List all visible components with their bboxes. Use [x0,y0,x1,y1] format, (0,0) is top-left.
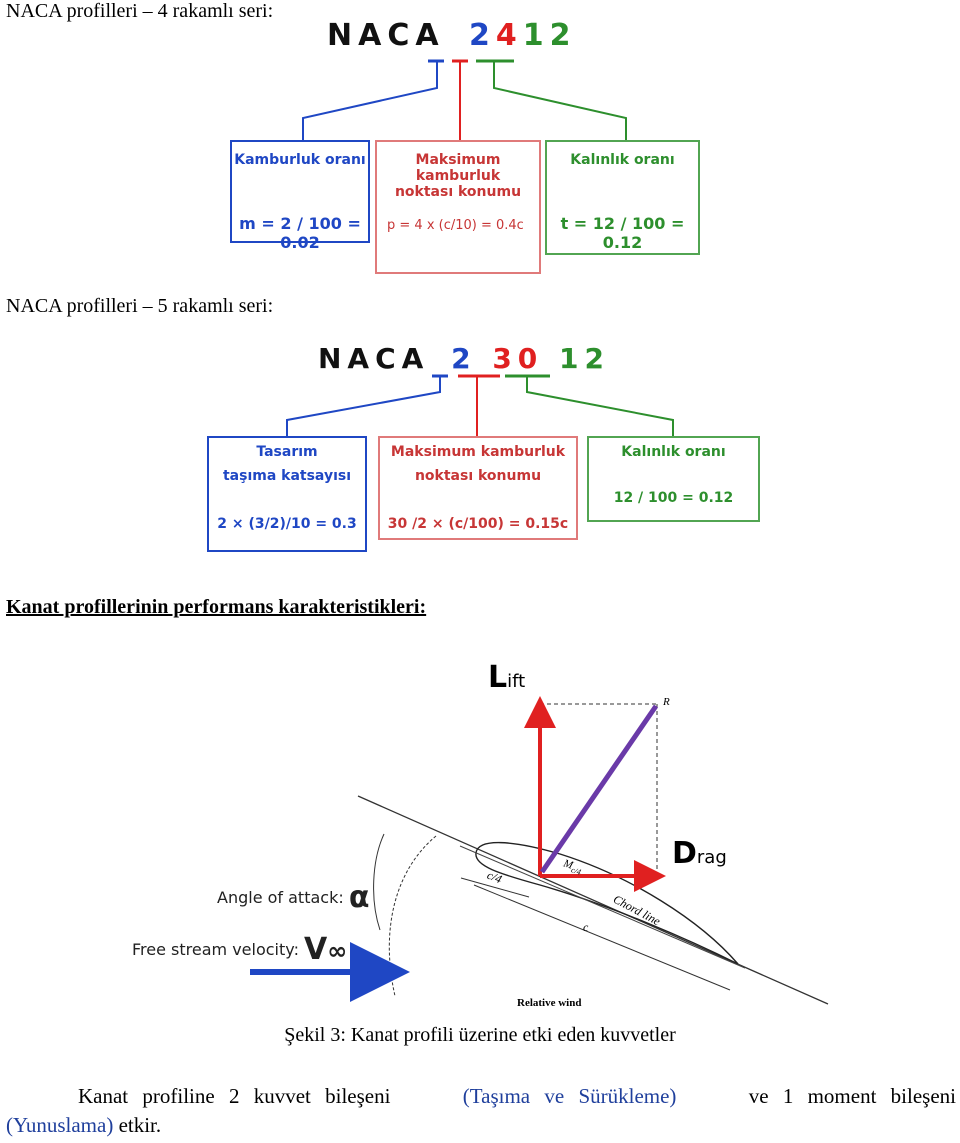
drag-label: Drag [672,836,727,871]
naca5-box-position: Maksimum kamburluk noktası konumu 30 /2 … [378,436,578,540]
naca5-box-thickness-formula: 12 / 100 = 0.12 [613,490,734,506]
naca5-box-position-formula: 30 /2 × (c/100) = 0.15c [387,516,569,532]
naca4-box-camber: Kamburluk oranı m = 2 / 100 = 0.02 [230,140,370,252]
r-label: R [663,696,670,708]
drag-label-big: D [672,836,697,871]
freestream-symbol: V [304,932,328,967]
chord-line [459,845,746,969]
naca4-box-position-title1: Maksimum kamburluk [415,152,501,184]
naca5-box-thickness-title: Kalınlık oranı [621,444,726,460]
freestream-label-text: Free stream velocity: [132,940,299,959]
freestream-sub: ∞ [327,937,348,966]
paragraph-part2: (Taşıma ve Sürükleme) [462,1084,677,1108]
naca5-digit-lift: 2 [451,342,477,375]
naca4-box-camber-formula: m = 2 / 100 = 0.02 [239,214,361,252]
aoa-symbol: α [348,880,370,915]
naca4-prefix: NACA [327,18,445,53]
naca4-box-position: Maksimum kamburluk noktası konumu p = 4 … [375,140,541,274]
naca4-box-thickness-formula: t = 12 / 100 = 0.12 [560,214,685,252]
naca5-title: NACA 2 30 12 [318,342,610,375]
paragraph-part5: etkir. [118,1113,162,1137]
naca4-digit-position: 4 [495,18,523,53]
relative-wind-label: Relative wind [517,997,582,1009]
heading-naca4: NACA profilleri – 4 rakamlı seri: [6,0,274,22]
naca4-box-camber-title: Kamburluk oranı [234,152,366,168]
naca5-box-thickness: Kalınlık oranı 12 / 100 = 0.12 [587,436,760,522]
naca5-box-position-title2: noktası konumu [414,468,542,484]
paragraph-part3: ve 1 moment bileşeni [748,1084,956,1108]
naca4-digit-thickness: 12 [522,18,577,53]
paragraph-line-2: (Yunuslama) etkir. [6,1111,956,1140]
lift-label: Lift [488,660,525,695]
naca4-digit-camber: 2 [469,18,496,53]
aoa-arc-2 [373,833,385,931]
naca5-box-lift-title2: taşıma katsayısı [222,468,352,484]
lift-label-big: L [488,660,508,695]
naca5-box-lift: Tasarım taşıma katsayısı 2 × (3/2)/10 = … [207,436,367,552]
figure-caption: Şekil 3: Kanat profili üzerine etki eden… [284,1024,676,1046]
naca5-digit-thickness: 12 [559,342,610,375]
aoa-label-text: Angle of attack: [217,888,344,907]
paragraph-part4: (Yunuslama) [6,1113,114,1137]
paragraph-part1: Kanat profiline 2 kuvvet bileşeni [78,1084,391,1108]
heading-performance: Kanat profillerinin performans karakteri… [6,596,427,618]
quarter-chord-dim [460,877,530,898]
naca5-prefix: NACA [318,342,430,375]
body-paragraph: Kanat profiline 2 kuvvet bileşeni (Taşım… [6,1082,956,1140]
aoa-label: Angle of attack: α [217,880,369,915]
freestream-label: Free stream velocity: V∞ [132,932,347,967]
chord-c-label: c [583,920,589,934]
naca5-digit-position: 30 [492,342,544,375]
naca4-box-thickness-title: Kalınlık oranı [570,152,675,168]
paragraph-line-1: Kanat profiline 2 kuvvet bileşeni (Taşım… [6,1082,956,1111]
chord-dim [473,884,731,991]
lift-label-small: ift [507,671,526,692]
relative-wind-line [357,795,829,1005]
drag-label-small: rag [696,847,727,868]
naca4-box-position-title2: noktası konumu [394,184,522,200]
resultant-arrow [539,704,659,874]
naca5-box-lift-title1: Tasarım [256,444,318,460]
naca4-box-position-formula: p = 4 x (c/10) = 0.4c [387,218,524,233]
aoa-arc [388,835,437,997]
heading-naca5: NACA profilleri – 5 rakamlı seri: [6,295,274,317]
naca4-title: NACA 2412 [327,18,577,53]
naca5-box-position-title1: Maksimum kamburluk [390,444,566,460]
naca4-box-thickness: Kalınlık oranı t = 12 / 100 = 0.12 [545,140,700,255]
naca5-box-lift-formula: 2 × (3/2)/10 = 0.3 [217,516,357,532]
